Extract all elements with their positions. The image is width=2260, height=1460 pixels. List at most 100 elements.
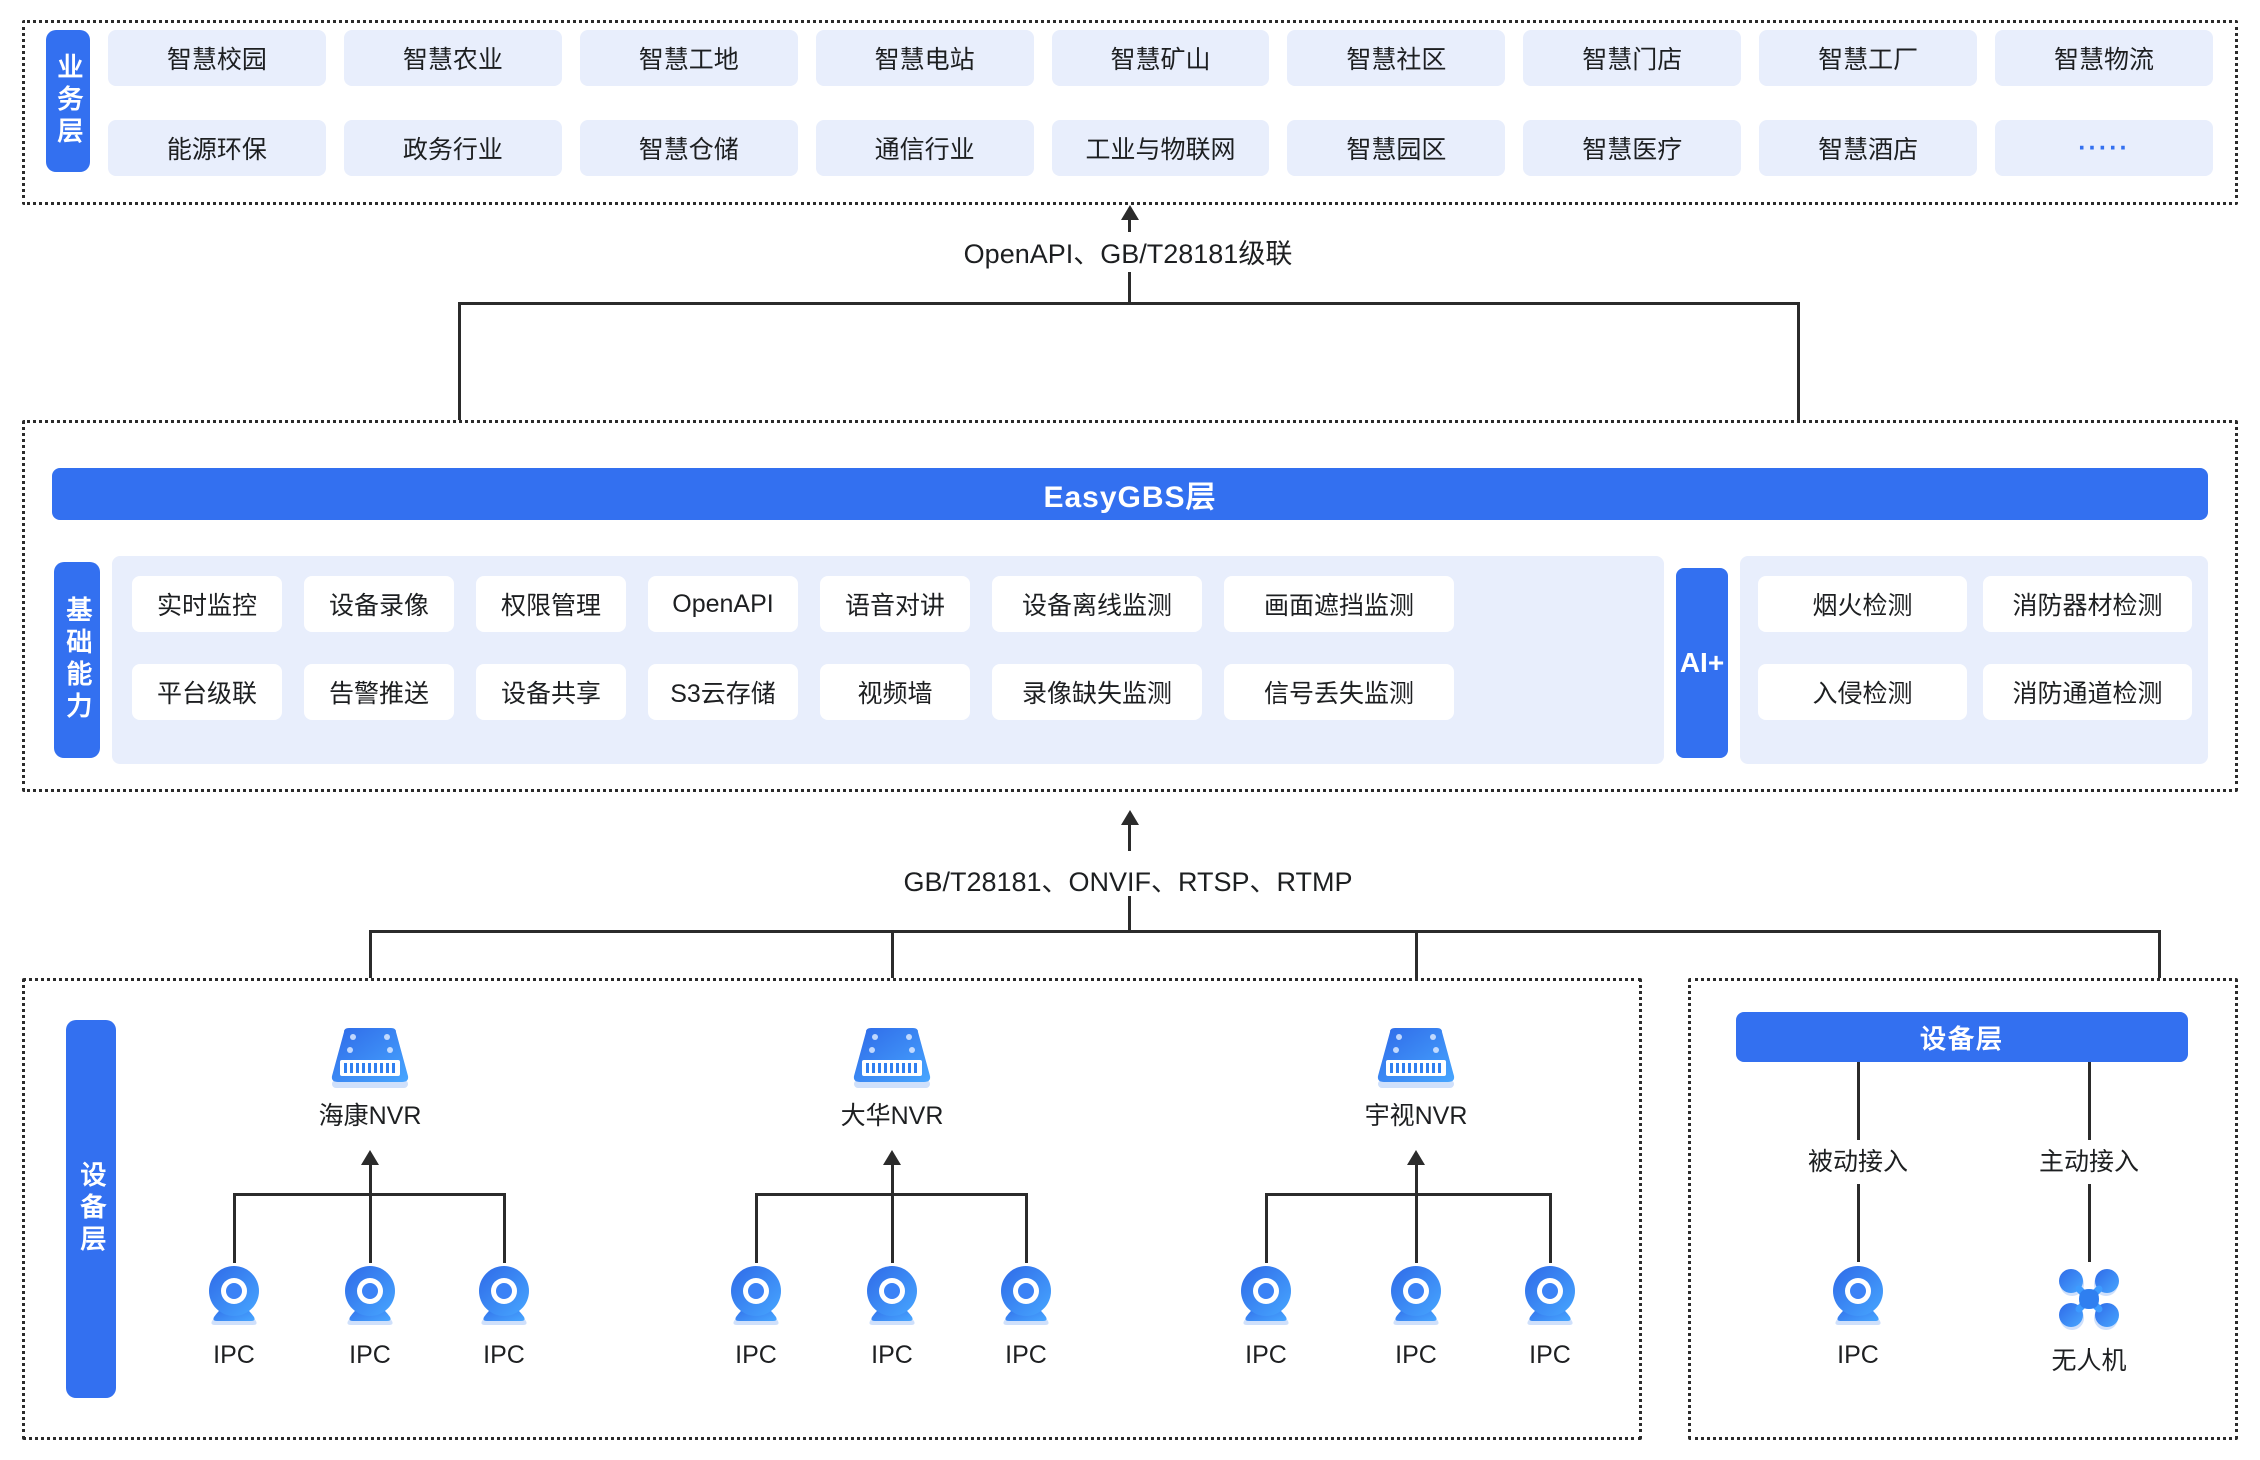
ipc-camera-icon: [731, 1266, 781, 1325]
nvr-label: 海康NVR: [318, 1102, 422, 1130]
business-chip[interactable]: 智慧电站: [815, 30, 1034, 86]
ipc-label: IPC: [1395, 1341, 1437, 1369]
business-chip[interactable]: 智慧门店: [1523, 30, 1742, 86]
device-layer-tab-label: 设备层: [76, 1161, 107, 1257]
ai-chip[interactable]: 消防通道检测: [1983, 664, 2192, 720]
capability-chip[interactable]: 告警推送: [304, 664, 454, 720]
capability-chip[interactable]: 语音对讲: [820, 576, 970, 632]
capability-chip[interactable]: S3云存储: [648, 664, 798, 720]
business-chip[interactable]: 智慧社区: [1287, 30, 1506, 86]
nvr-node-hik[interactable]: 海康NVR: [284, 1026, 456, 1132]
capability-chip[interactable]: 权限管理: [476, 576, 626, 632]
uplink-drop-right-top: [1797, 302, 1800, 468]
uplink-label-bottom: GB/T28181、ONVIF、RTSP、RTMP: [880, 860, 1376, 899]
business-chip[interactable]: 智慧园区: [1287, 120, 1506, 176]
nvr-icon: [331, 1028, 409, 1088]
ipc-node[interactable]: IPC: [1356, 1263, 1476, 1370]
ipc-node[interactable]: IPC: [174, 1263, 294, 1370]
capability-chip-grid: 实时监控 设备录像 权限管理 OpenAPI 语音对讲 设备离线监测 画面遮挡监…: [132, 576, 1644, 744]
device-drop-hik: [369, 930, 372, 1020]
nvr-label: 大华NVR: [840, 1102, 944, 1130]
business-layer-chip-grid: 智慧校园 智慧农业 智慧工地 智慧电站 智慧矿山 智慧社区 智慧门店 智慧工厂 …: [108, 30, 2213, 176]
camera-drop-dahua-1: [755, 1193, 758, 1263]
business-chip[interactable]: 通信行业: [815, 120, 1034, 176]
easygbs-layer-bar-label: EasyGBS层: [1043, 481, 1217, 514]
ai-chip-grid: 烟火检测 消防器材检测 入侵检测 消防通道检测: [1758, 576, 2192, 744]
nvr-uplink-stem-dahua: [891, 1163, 894, 1195]
nvr-label: 宇视NVR: [1364, 1102, 1468, 1130]
capability-chip[interactable]: 设备录像: [304, 576, 454, 632]
nvr-uplink-arrow-dahua: [883, 1150, 901, 1165]
drone-node[interactable]: 无人机: [2029, 1263, 2149, 1377]
ipc-label: IPC: [871, 1341, 913, 1369]
ipc-camera-icon: [479, 1266, 529, 1325]
capability-layer-tab-label: 基础能力: [62, 596, 93, 724]
business-chip[interactable]: 智慧物流: [1995, 30, 2213, 86]
business-chip[interactable]: 智慧工地: [579, 30, 798, 86]
passive-access-label: 被动接入: [1783, 1140, 1933, 1180]
nvr-uplink-arrow-hik: [361, 1150, 379, 1165]
ipc-node[interactable]: IPC: [1206, 1263, 1326, 1370]
ipc-node[interactable]: IPC: [310, 1263, 430, 1370]
ai-chip[interactable]: 消防器材检测: [1983, 576, 2192, 632]
business-chip[interactable]: 政务行业: [343, 120, 562, 176]
business-chip[interactable]: 智慧工厂: [1759, 30, 1978, 86]
active-access-line-bottom: [2088, 1184, 2091, 1262]
capability-chip[interactable]: 设备共享: [476, 664, 626, 720]
business-layer-tab: 业务层: [46, 30, 90, 172]
uplink-stem-bottom: [1128, 823, 1131, 851]
drone-icon: [2059, 1269, 2119, 1330]
device-drop-dahua: [891, 930, 894, 1020]
capability-layer-tab: 基础能力: [54, 562, 100, 758]
ai-plus-tab: AI+: [1676, 568, 1728, 758]
device-layer-panel-left: [22, 978, 1642, 1440]
easygbs-layer-bar: EasyGBS层: [52, 468, 2208, 520]
ipc-node[interactable]: IPC: [696, 1263, 816, 1370]
nvr-uplink-stem-uniview: [1415, 1163, 1418, 1195]
business-chip[interactable]: 智慧校园: [108, 30, 326, 86]
ipc-node[interactable]: IPC: [966, 1263, 1086, 1370]
business-chip-more[interactable]: ·····: [1995, 120, 2213, 176]
ipc-label: IPC: [483, 1341, 525, 1369]
capability-chip[interactable]: 画面遮挡监测: [1224, 576, 1454, 632]
business-chip[interactable]: 智慧仓储: [579, 120, 798, 176]
capability-chip[interactable]: 实时监控: [132, 576, 282, 632]
capability-chip[interactable]: 视频墙: [820, 664, 970, 720]
device-drop-right-panel: [2158, 930, 2161, 1012]
capability-chip[interactable]: OpenAPI: [648, 576, 798, 632]
ai-chip[interactable]: 入侵检测: [1758, 664, 1967, 720]
device-layer-right-bar-label: 设备层: [1919, 1023, 2004, 1054]
business-chip[interactable]: 能源环保: [108, 120, 326, 176]
camera-drop-dahua-2: [891, 1193, 894, 1263]
capability-chip[interactable]: 录像缺失监测: [992, 664, 1202, 720]
ipc-label: IPC: [213, 1341, 255, 1369]
ipc-camera-icon: [1525, 1266, 1575, 1325]
ipc-camera-icon: [1391, 1266, 1441, 1325]
capability-chip[interactable]: 设备离线监测: [992, 576, 1202, 632]
ipc-node[interactable]: IPC: [1490, 1263, 1610, 1370]
uplink-bracket-top: [458, 302, 1800, 305]
device-layer-tab: 设备层: [66, 1020, 116, 1398]
ai-chip[interactable]: 烟火检测: [1758, 576, 1967, 632]
business-chip[interactable]: 智慧农业: [343, 30, 562, 86]
business-chip[interactable]: 工业与物联网: [1051, 120, 1270, 176]
ipc-label: IPC: [1005, 1341, 1047, 1369]
camera-drop-hik-1: [233, 1193, 236, 1263]
capability-chip[interactable]: 信号丢失监测: [1224, 664, 1454, 720]
business-chip[interactable]: 智慧矿山: [1051, 30, 1270, 86]
ipc-node[interactable]: IPC: [444, 1263, 564, 1370]
business-chip[interactable]: 智慧酒店: [1759, 120, 1978, 176]
ipc-node-right[interactable]: IPC: [1798, 1263, 1918, 1370]
nvr-node-uniview[interactable]: 宇视NVR: [1330, 1026, 1502, 1132]
business-chip[interactable]: 智慧医疗: [1523, 120, 1742, 176]
drone-label: 无人机: [2051, 1347, 2127, 1375]
ipc-label: IPC: [735, 1341, 777, 1369]
capability-chip[interactable]: 平台级联: [132, 664, 282, 720]
camera-drop-uniview-2: [1415, 1193, 1418, 1263]
uplink-stem-top-lower: [1128, 272, 1131, 304]
uplink-arrow-bottom: [1121, 810, 1139, 825]
uplink-arrow-top: [1121, 205, 1139, 220]
nvr-node-dahua[interactable]: 大华NVR: [806, 1026, 978, 1132]
ipc-node[interactable]: IPC: [832, 1263, 952, 1370]
camera-drop-hik-2: [369, 1193, 372, 1263]
